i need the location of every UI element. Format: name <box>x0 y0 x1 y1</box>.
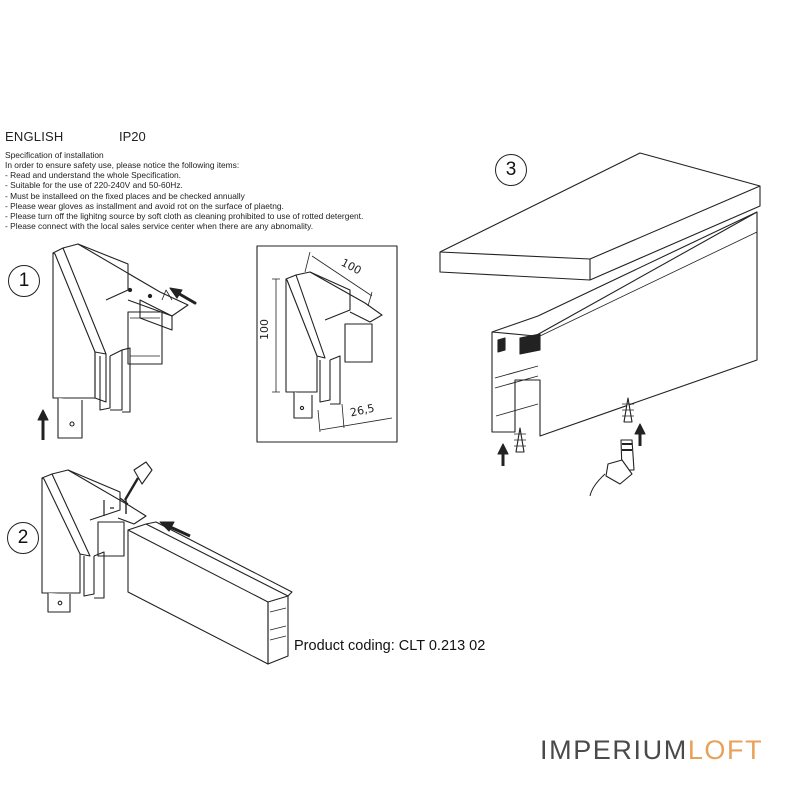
step-1-badge: 1 <box>8 265 40 297</box>
spec-line: - Read and understand the whole Specific… <box>5 170 181 181</box>
spec-line: - Please turn off the lighitng source by… <box>5 211 364 222</box>
brand-logo-part2: LOFT <box>687 735 764 765</box>
figure-1-corner-connector <box>37 243 197 440</box>
figure-3-ceiling-mount <box>439 152 761 497</box>
spec-line: - Please connect with the local sales se… <box>5 221 314 232</box>
spec-title: Specification of installation <box>5 150 104 160</box>
spec-line: - Suitable for the use of 220-240V and 5… <box>5 180 183 191</box>
spec-list: In order to ensure safety use, please no… <box>5 160 363 231</box>
language-label: ENGLISH <box>5 129 64 144</box>
product-coding: Product coding: CLT 0.213 02 <box>294 638 486 654</box>
ip-rating: IP20 <box>119 129 146 144</box>
brand-logo-part1: IMPERIUM <box>540 735 688 765</box>
figure-dimensions <box>256 245 398 443</box>
step-3-badge: 3 <box>495 154 527 186</box>
brand-logo: IMPERIUMLOFT <box>540 735 763 766</box>
spec-line: - Please wear gloves as installment and … <box>5 200 284 211</box>
step-2-badge: 2 <box>7 522 39 554</box>
spec-line: - Must be installeed on the fixed places… <box>5 190 245 201</box>
dimension-height: 100 <box>258 319 271 340</box>
figure-2-rail-assembly <box>41 461 293 665</box>
spec-line: In order to ensure safety use, please no… <box>5 160 240 170</box>
